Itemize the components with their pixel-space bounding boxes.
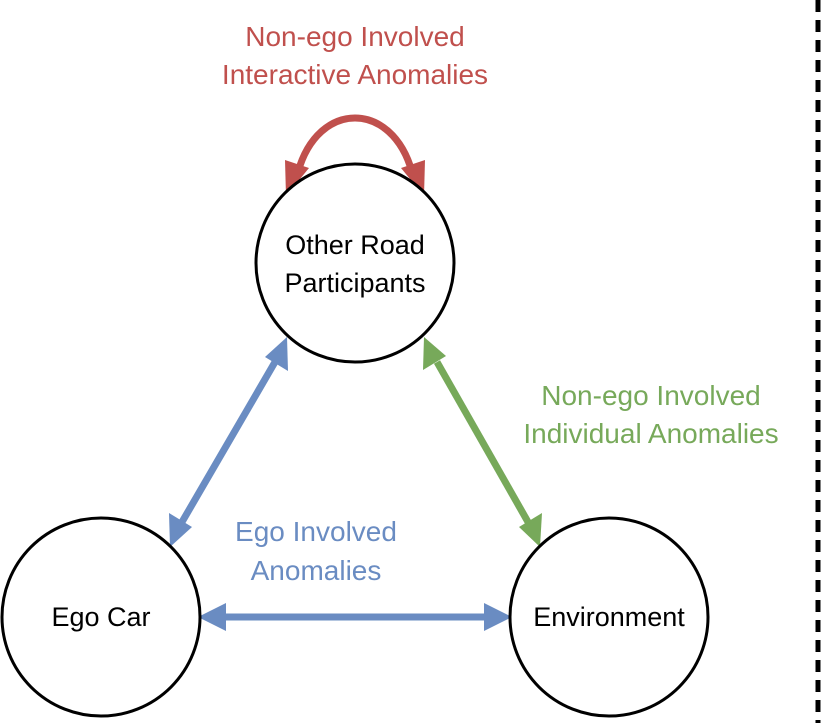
ego-anomalies-label-line2: Anomalies	[251, 555, 382, 586]
node-ego-car-circle	[0, 516, 202, 718]
node-other-road-participants-circle	[254, 162, 456, 364]
participants-environment-arrow-shaft	[433, 360, 532, 524]
individual-anomalies-label-line2: Individual Anomalies	[523, 418, 778, 449]
node-other-road-participants-label-line1: Other Road	[285, 230, 425, 260]
node-environment-circle	[508, 516, 710, 718]
ego-environment-arrowhead-right	[484, 603, 512, 631]
participants-environment-arrow	[423, 337, 542, 547]
participants-environment-arrowhead-bottom	[519, 513, 542, 547]
ego-anomalies-label-line1: Ego Involved	[235, 516, 397, 547]
node-environment-label: Environment	[533, 602, 685, 632]
node-other-road-participants: Other Road Participants	[254, 162, 456, 364]
ego-participants-arrowhead-bottom	[169, 513, 192, 547]
interactive-arrow-curve	[294, 114, 416, 176]
ego-environment-arrow	[198, 603, 512, 631]
individual-anomalies-label-line1: Non-ego Involved	[541, 380, 760, 411]
ego-participants-arrow	[169, 337, 288, 547]
node-ego-car: Ego Car	[0, 516, 202, 718]
interactive-anomalies-label-line2: Interactive Anomalies	[222, 59, 488, 90]
node-other-road-participants-label-line2: Participants	[284, 268, 425, 298]
ego-participants-arrow-shaft	[178, 360, 279, 524]
ego-participants-arrowhead-top	[265, 337, 288, 371]
participants-environment-arrowhead-top	[423, 337, 446, 370]
interactive-anomalies-label: Non-ego Involved Interactive Anomalies	[222, 21, 488, 90]
ego-anomalies-label: Ego Involved Anomalies	[235, 516, 397, 586]
individual-anomalies-label: Non-ego Involved Individual Anomalies	[523, 380, 778, 449]
ego-environment-arrowhead-left	[198, 603, 226, 631]
node-environment: Environment	[508, 516, 710, 718]
node-ego-car-label: Ego Car	[51, 602, 150, 632]
interactive-anomalies-label-line1: Non-ego Involved	[245, 21, 464, 52]
